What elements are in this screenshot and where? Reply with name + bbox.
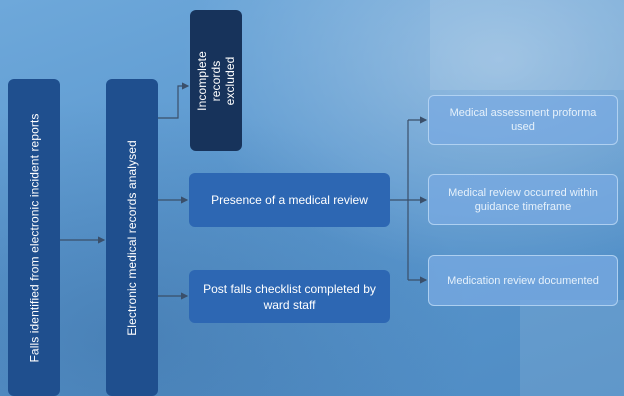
medication-review-label: Medication review documented bbox=[447, 274, 599, 287]
emr-analysed-box: Electronic medical records analysed bbox=[106, 79, 158, 396]
falls-identified-label: Falls identified from electronic inciden… bbox=[27, 112, 42, 363]
assessment-proforma-label: Medical assessment proforma used bbox=[449, 107, 597, 133]
incomplete-excluded-box: Incomplete records excluded bbox=[190, 10, 242, 151]
arrow-emr-to-incomplete bbox=[158, 82, 190, 119]
medical-review-presence-box: Presence of a medical review bbox=[189, 173, 390, 227]
review-timeframe-box: Medical review occurred within guidance … bbox=[428, 174, 618, 225]
medication-review-box: Medication review documented bbox=[428, 255, 618, 306]
falls-identified-box: Falls identified from electronic inciden… bbox=[8, 79, 60, 396]
incomplete-excluded-label: Incomplete records excluded bbox=[195, 50, 238, 111]
post-falls-checklist-label: Post falls checklist completed by ward s… bbox=[203, 281, 376, 312]
medical-review-presence-label: Presence of a medical review bbox=[211, 193, 368, 207]
assessment-proforma-box: Medical assessment proforma used bbox=[428, 95, 618, 145]
background-window-shape bbox=[520, 300, 624, 396]
review-timeframe-label: Medical review occurred within guidance … bbox=[448, 186, 598, 213]
post-falls-checklist-box: Post falls checklist completed by ward s… bbox=[189, 270, 390, 323]
background-building-shape bbox=[430, 0, 624, 90]
emr-analysed-label: Electronic medical records analysed bbox=[125, 139, 139, 336]
